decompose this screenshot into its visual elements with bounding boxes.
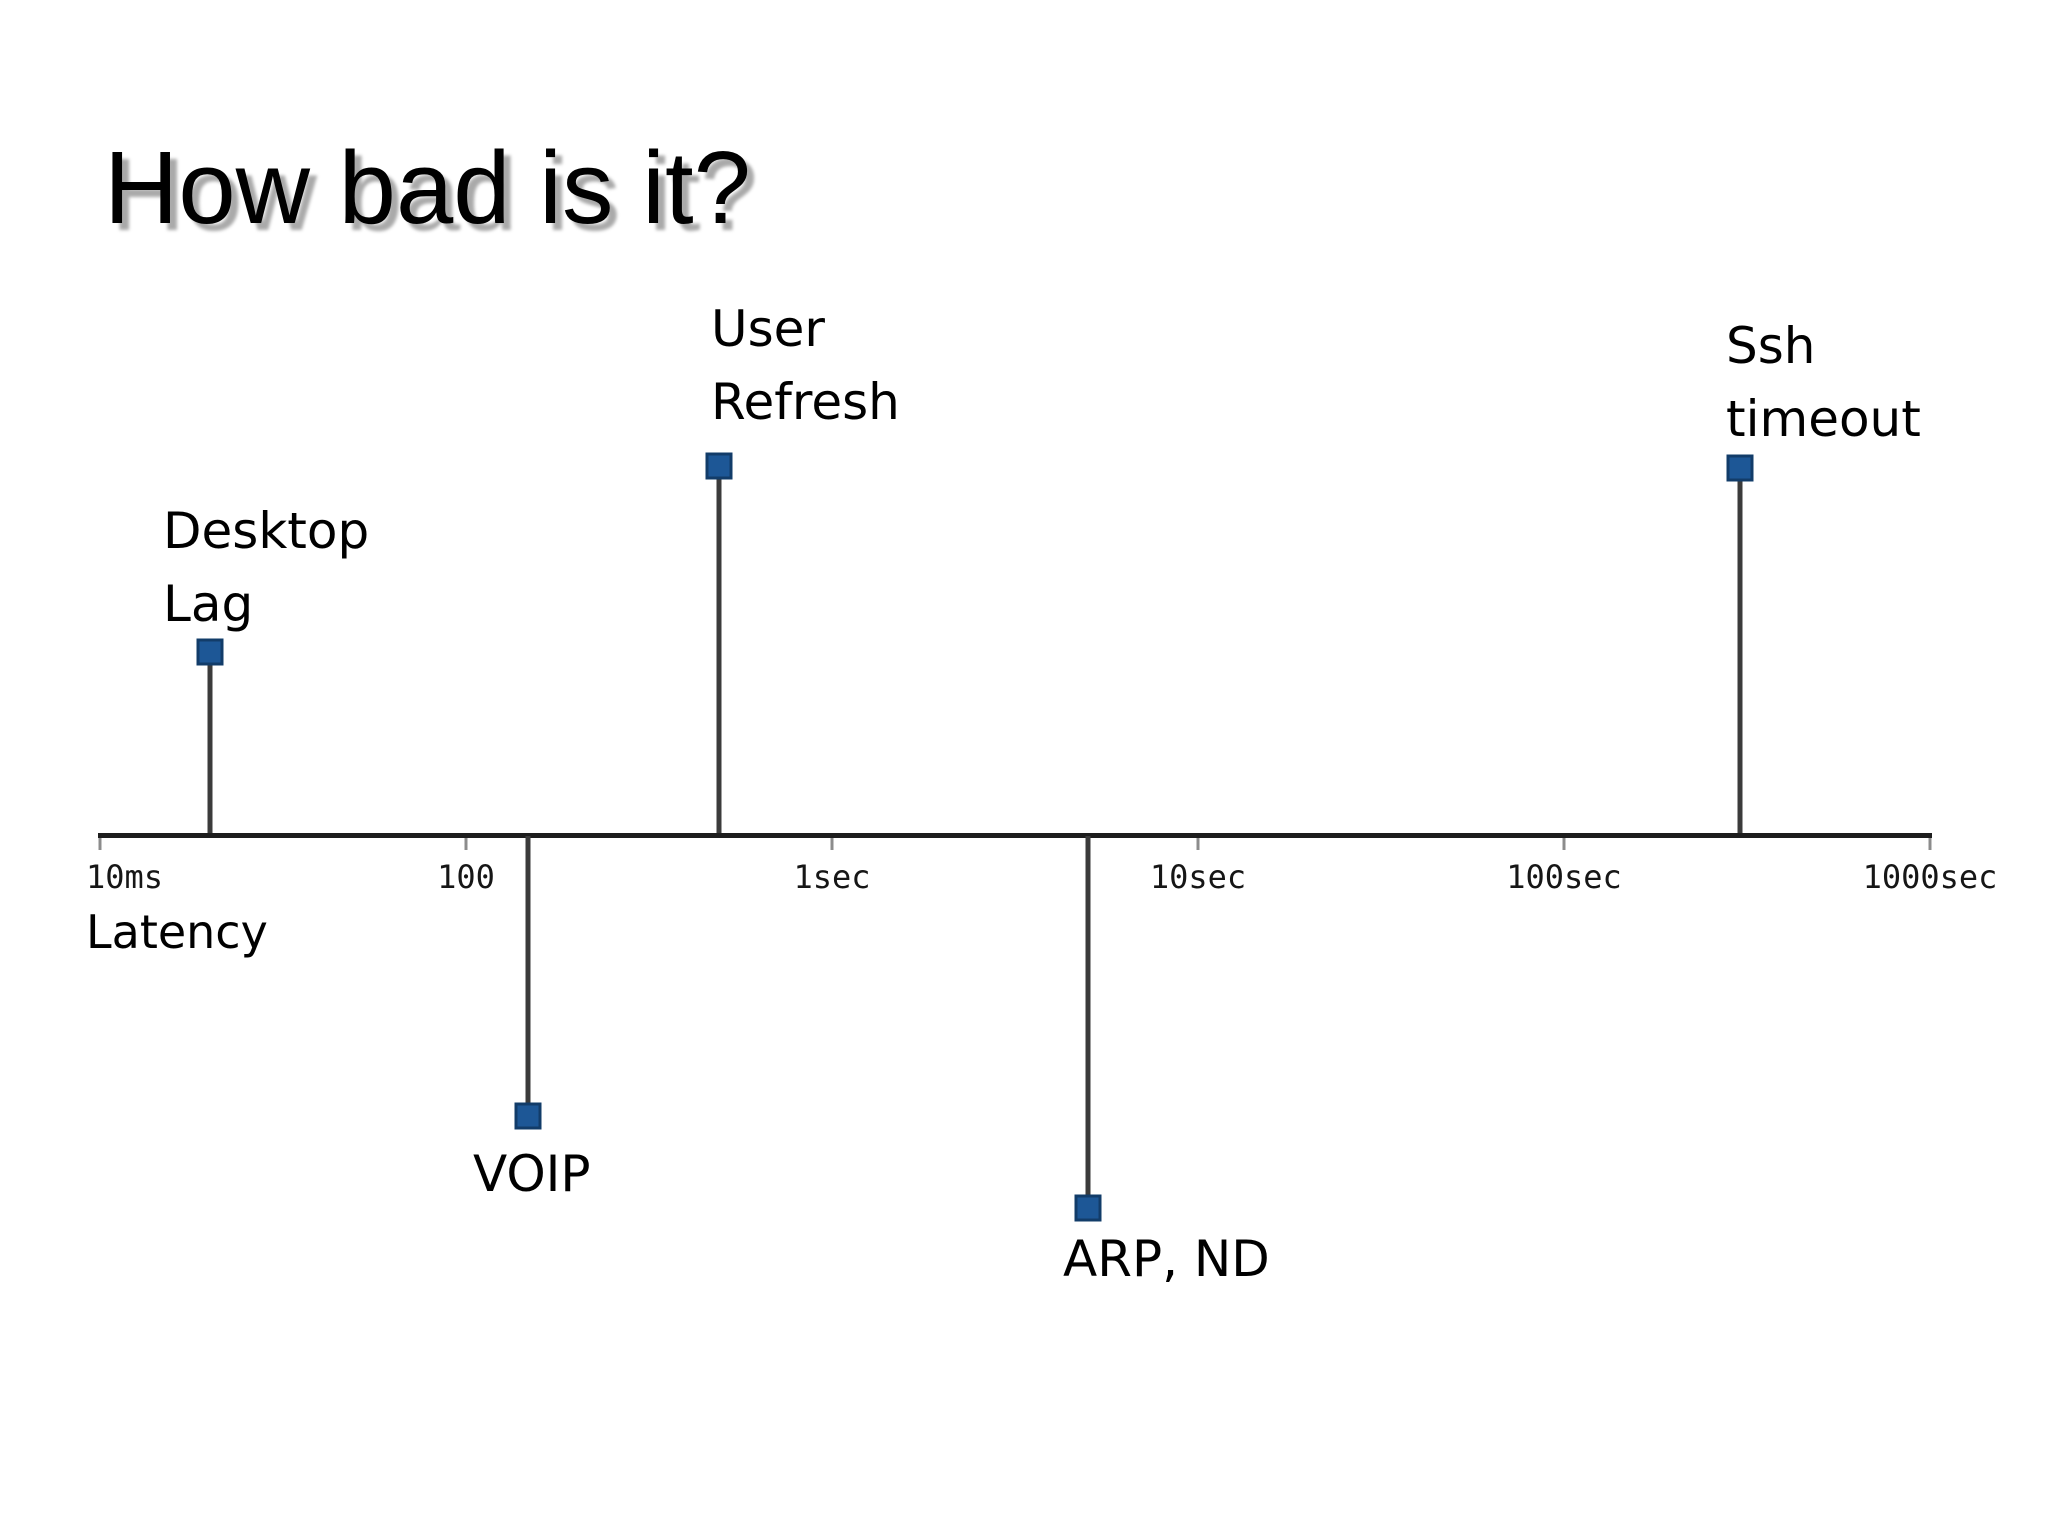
axis-tick-label: 1sec <box>793 858 871 896</box>
event-marker-user-refresh <box>705 452 733 480</box>
axis-tick <box>830 838 834 850</box>
axis-title-latency: Latency <box>86 905 268 959</box>
axis-tick-label: 1000sec <box>1862 858 1998 896</box>
axis-tick-label: 100sec <box>1506 858 1622 896</box>
axis-tick-label: 10sec <box>1149 858 1247 896</box>
axis-tick <box>1928 838 1932 850</box>
event-marker-voip <box>514 1102 542 1130</box>
axis-tick <box>1196 838 1200 850</box>
event-stem-arp-nd <box>1085 836 1091 1208</box>
event-stem-voip <box>525 836 531 1116</box>
event-label-voip: VOIP <box>473 1145 591 1203</box>
event-marker-desktop-lag <box>196 638 224 666</box>
axis-tick-label: 10ms <box>86 858 164 896</box>
axis-tick <box>464 838 468 850</box>
axis-tick <box>98 838 102 850</box>
x-axis-line <box>98 833 1932 838</box>
axis-tick <box>1562 838 1566 850</box>
event-marker-ssh-timeout <box>1726 454 1754 482</box>
event-stem-desktop-lag <box>207 652 213 833</box>
event-stem-user-refresh <box>716 466 722 833</box>
page-title: How bad is it? <box>104 130 751 245</box>
event-label-arp-nd: ARP, ND <box>1063 1230 1270 1288</box>
event-marker-arp-nd <box>1074 1194 1102 1222</box>
axis-tick-label: 100 <box>437 858 495 896</box>
event-stem-ssh-timeout <box>1737 468 1743 833</box>
